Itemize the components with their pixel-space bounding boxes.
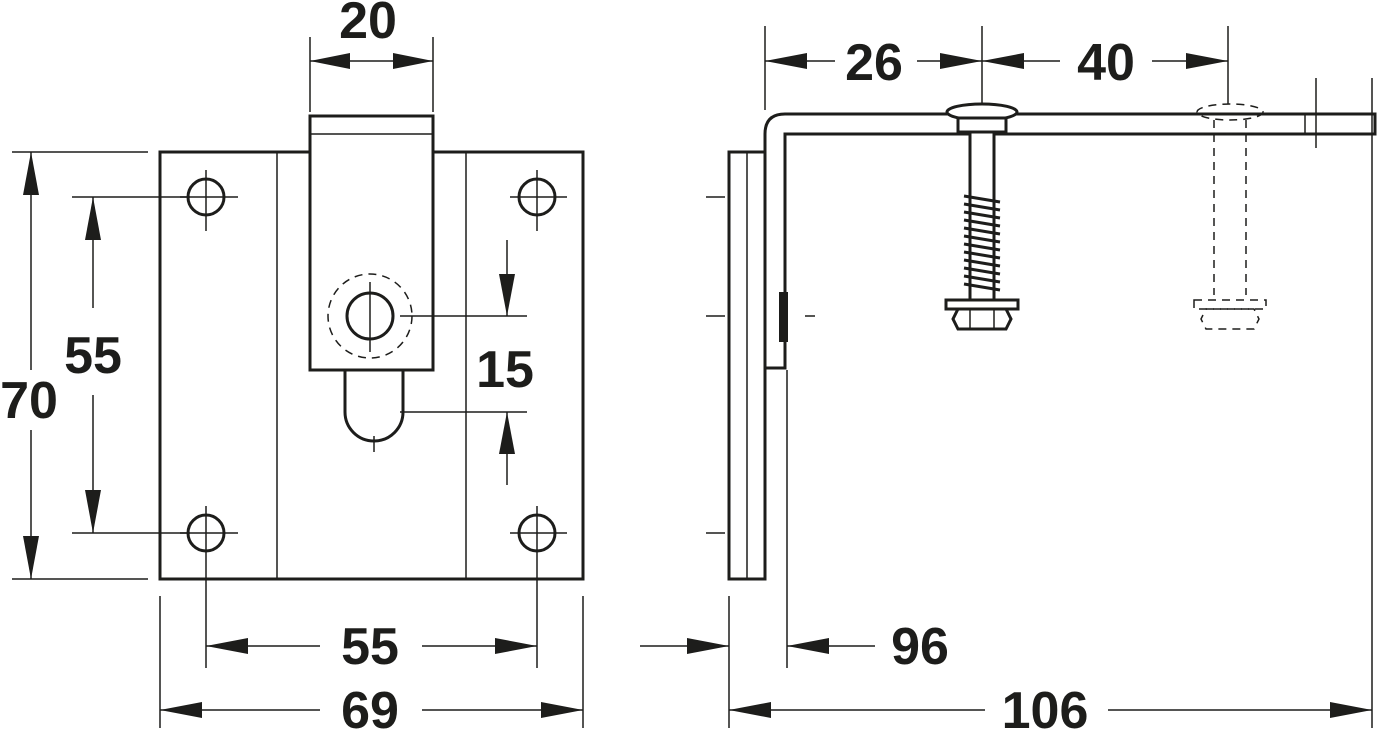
corner-hole-top-left: [180, 170, 238, 231]
dim-depth-inner: [640, 370, 875, 668]
label-plate-width: 69: [341, 682, 399, 730]
spring-coil: [963, 194, 1001, 292]
label-hole-spacing-horizontal: 55: [341, 618, 399, 676]
front-view: [12, 37, 585, 728]
hanging-tab: [308, 114, 435, 372]
adjustment-screw: [944, 102, 1020, 331]
side-clip: [779, 292, 788, 342]
dim-plate-width: [159, 596, 584, 728]
label-screw-spacing: 40: [1077, 34, 1135, 92]
corner-hole-top-right: [510, 170, 567, 231]
label-hole-spacing-vertical: 55: [64, 327, 122, 385]
dim-hole-spacing-horizontal: [206, 638, 537, 654]
keyhole-slot: [343, 370, 405, 443]
dim-slot-length: [400, 240, 527, 485]
corner-hole-bottom-right: [510, 506, 567, 668]
side-view: [640, 26, 1377, 728]
label-depth-total: 106: [1002, 682, 1089, 730]
label-slot-length: 15: [476, 341, 534, 399]
dim-hole-spacing-vertical: [72, 196, 190, 534]
label-total-height: 70: [0, 372, 58, 430]
label-tab-width: 20: [339, 0, 397, 50]
dim-total-height: [12, 151, 148, 580]
l-bracket: [763, 112, 1377, 370]
label-depth-inner: 96: [891, 618, 949, 676]
label-screw-offset: 26: [845, 34, 903, 92]
dim-screw-offsets: [764, 26, 1229, 110]
dim-depth-total: [728, 78, 1373, 728]
dim-tab-width: [309, 37, 434, 112]
hidden-screw: [1193, 103, 1267, 330]
